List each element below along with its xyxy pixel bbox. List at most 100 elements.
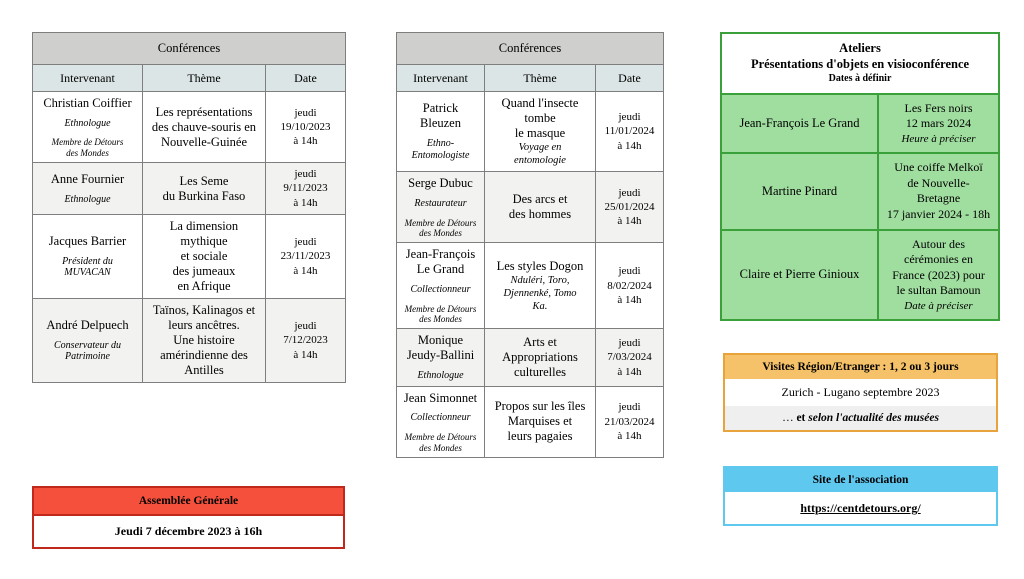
speaker-name: Jean Simonnet — [403, 390, 478, 405]
visites-row-2: … et selon l'actualité des musées — [725, 406, 996, 430]
column-header-date: Date — [265, 63, 346, 92]
speaker-cell: Jean Simonnet Collectionneur Membre de D… — [396, 385, 485, 458]
atelier-detail-italic: Heure à préciser — [901, 132, 976, 145]
ateliers-table-body: Ateliers Présentations d'objets en visio… — [719, 32, 1001, 322]
speaker-name: André Delpuech — [46, 317, 129, 332]
atelier-person: Jean-François Le Grand — [720, 92, 879, 155]
table-row: Jean Simonnet Collectionneur Membre de D… — [396, 385, 664, 458]
site-url-wrapper: https://centdetours.org/ — [725, 492, 996, 524]
speaker-role: Ethno-Entomologiste — [411, 137, 470, 161]
table-header-row: Intervenant Thème Date — [32, 63, 346, 92]
speaker-role: Ethnologue — [64, 117, 111, 129]
site-header: Site de l'association — [725, 468, 996, 492]
atelier-person: Martine Pinard — [720, 152, 879, 231]
speaker-role: Ethnologue — [64, 193, 111, 205]
column-header-intervenant: Intervenant — [396, 63, 485, 92]
theme-cell: Les styles Dogon Nduléri, Toro,Djennenké… — [484, 242, 596, 330]
speaker-name: Jacques Barrier — [48, 233, 127, 248]
visites-header: Visites Région/Etranger : 1, 2 ou 3 jour… — [725, 355, 996, 379]
speaker-role: Collectionneur — [410, 283, 471, 295]
conferences-table-1: Conférences Intervenant Thème Date Chris… — [32, 32, 346, 384]
column-header-date: Date — [595, 63, 664, 92]
table-title-row: Conférences — [396, 32, 664, 65]
visites-row-2-italic: selon l'actualité des musées — [808, 412, 939, 424]
ateliers-title-cell: Ateliers Présentations d'objets en visio… — [719, 32, 1001, 95]
ateliers-table: Ateliers Présentations d'objets en visio… — [719, 32, 1001, 322]
visites-box: Visites Région/Etranger : 1, 2 ou 3 jour… — [723, 353, 998, 432]
table-header-row: Intervenant Thème Date — [396, 63, 664, 92]
site-url-link[interactable]: https://centdetours.org/ — [800, 501, 921, 515]
conferences-title: Conférences — [32, 32, 346, 65]
speaker-name: Anne Fournier — [50, 171, 125, 186]
visites-row-2-prefix: … — [782, 412, 797, 424]
theme-text: Les styles Dogon — [496, 258, 584, 273]
speaker-role: Collectionneur — [410, 412, 471, 424]
atelier-person: Claire et Pierre Ginioux — [720, 228, 879, 322]
assemblee-date: Jeudi 7 décembre 2023 à 16h — [34, 516, 343, 547]
ateliers-title-line1: Ateliers — [839, 41, 881, 55]
ateliers-title-row: Ateliers Présentations d'objets en visio… — [719, 32, 1001, 95]
ateliers-title-line3: Dates à définir — [828, 73, 892, 85]
assemblee-header: Assemblée Générale — [34, 488, 343, 516]
conferences-title: Conférences — [396, 32, 664, 65]
conferences-table-2: Conférences Intervenant Thème Date Patri… — [396, 32, 664, 458]
speaker-name: Christian Coiffier — [43, 95, 132, 110]
table-row: Serge Dubuc Restaurateur Membre de Détou… — [396, 171, 664, 244]
column-header-theme: Thème — [484, 63, 596, 92]
conferences-table-2-body: Conférences Intervenant Thème Date Patri… — [396, 32, 664, 458]
conferences-table-1-body: Conférences Intervenant Thème Date Chris… — [32, 32, 346, 384]
speaker-role: Ethnologue — [417, 369, 464, 381]
speaker-cell: Christian Coiffier Ethnologue Membre de … — [32, 90, 143, 164]
speaker-cell: Anne Fournier Ethnologue — [32, 162, 143, 216]
atelier-detail-italic: Date à préciser — [904, 299, 973, 312]
